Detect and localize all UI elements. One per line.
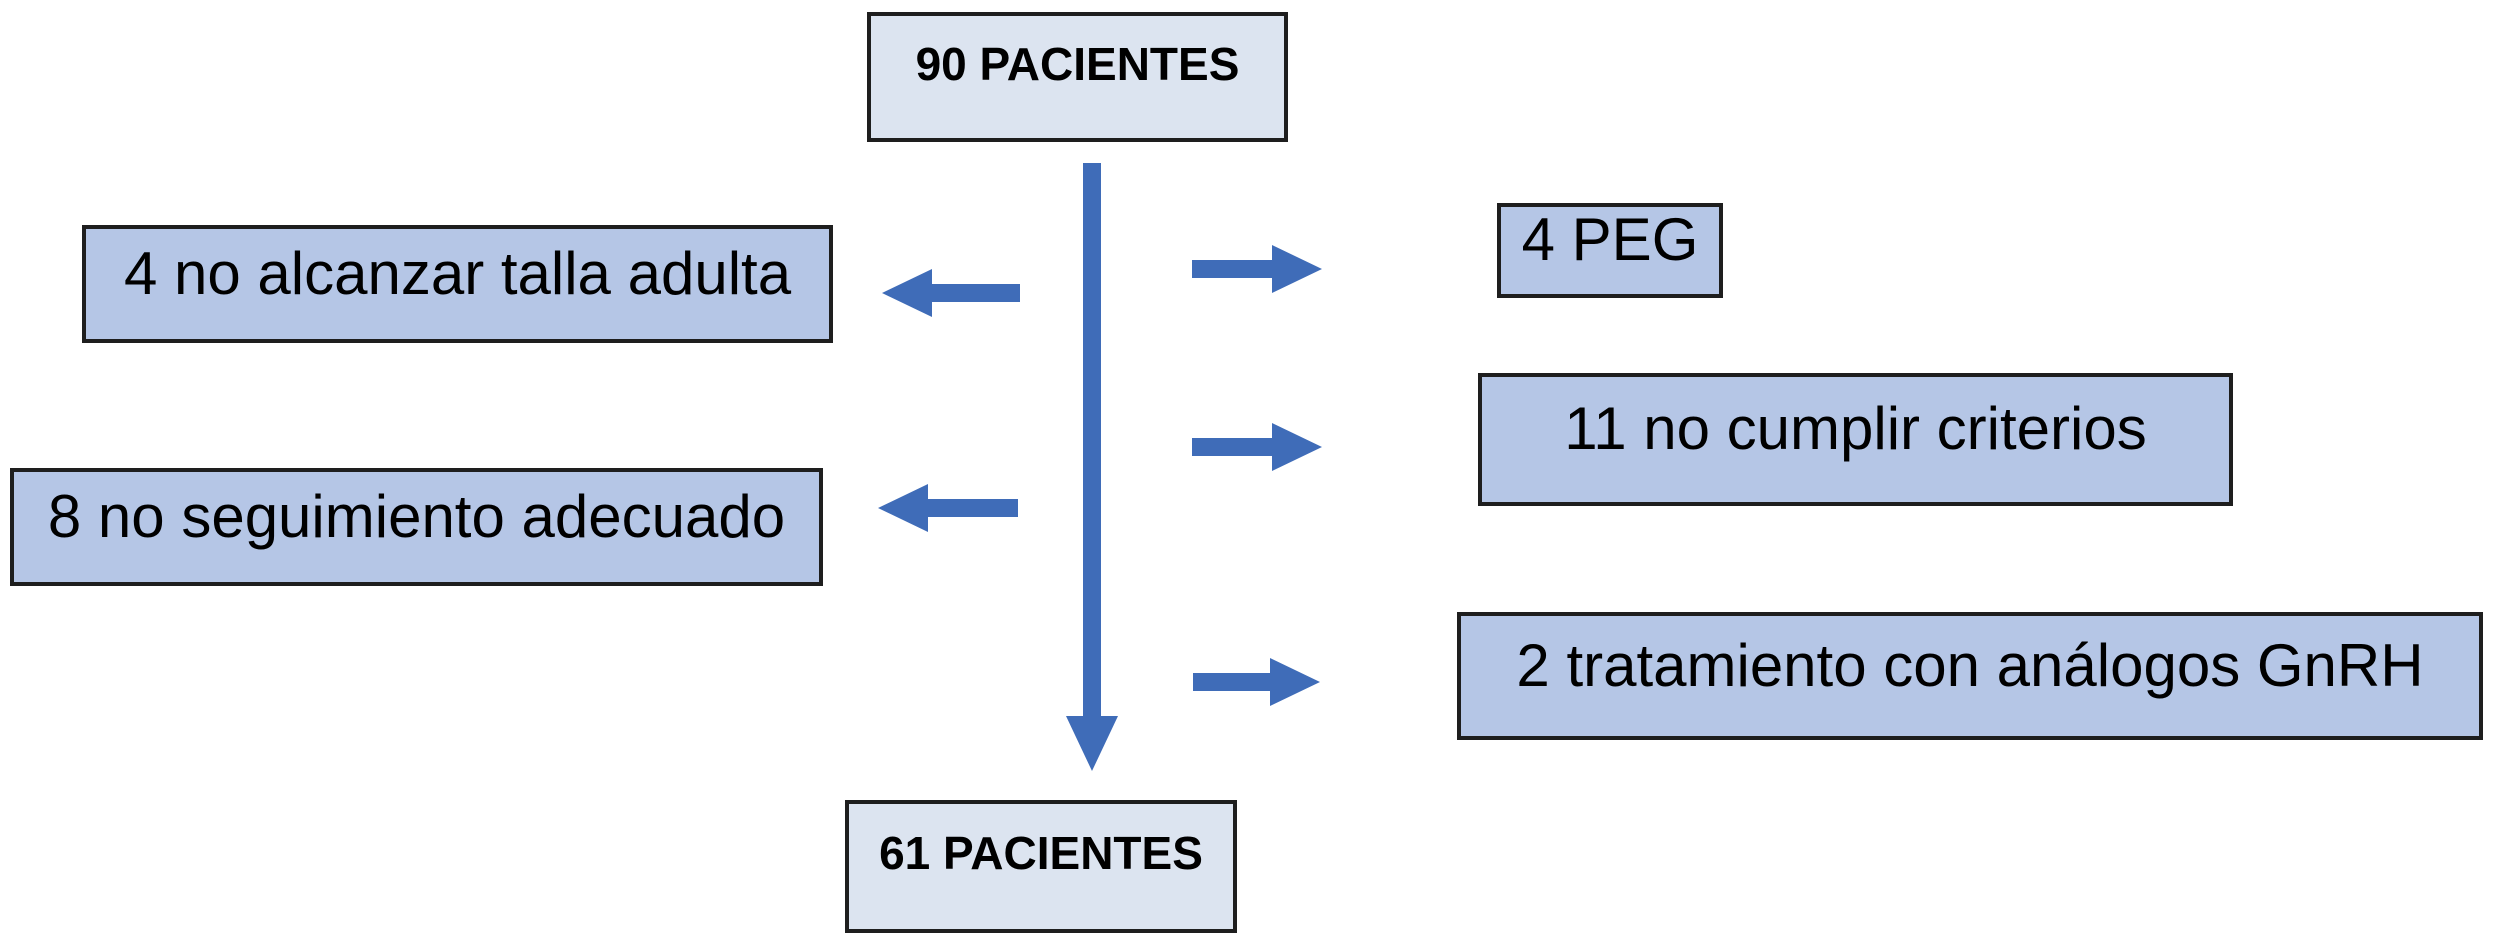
node-peg-label: 4 PEG xyxy=(1521,206,1699,273)
node-no-cumplir-criterios-label: 11 no cumplir criterios xyxy=(1564,395,2147,462)
node-no-alcanzar-talla-adulta: 4 no alcanzar talla adulta xyxy=(82,225,833,343)
right-arrow-icon xyxy=(1192,245,1322,293)
node-no-alcanzar-talla-adulta-label: 4 no alcanzar talla adulta xyxy=(123,239,792,307)
node-61-pacientes-label: 61 PACIENTES xyxy=(879,827,1203,880)
left-arrow-icon xyxy=(878,484,1018,532)
node-analogos-gnrh-label: 2 tratamiento con análogos GnRH xyxy=(1516,631,2424,699)
node-no-cumplir-criterios: 11 no cumplir criterios xyxy=(1478,373,2233,506)
right-arrow-icon xyxy=(1193,658,1320,706)
node-90-pacientes: 90 PACIENTES xyxy=(867,12,1288,142)
right-arrow-icon xyxy=(1192,423,1322,471)
left-arrow-icon xyxy=(882,269,1020,317)
node-peg: 4 PEG xyxy=(1497,203,1723,298)
down-arrow-icon xyxy=(1066,163,1118,771)
node-no-seguimiento-adecuado: 8 no seguimiento adecuado xyxy=(10,468,823,586)
node-analogos-gnrh: 2 tratamiento con análogos GnRH xyxy=(1457,612,2483,740)
node-61-pacientes: 61 PACIENTES xyxy=(845,800,1237,933)
node-90-pacientes-label: 90 PACIENTES xyxy=(915,37,1240,90)
node-no-seguimiento-adecuado-label: 8 no seguimiento adecuado xyxy=(47,482,786,550)
